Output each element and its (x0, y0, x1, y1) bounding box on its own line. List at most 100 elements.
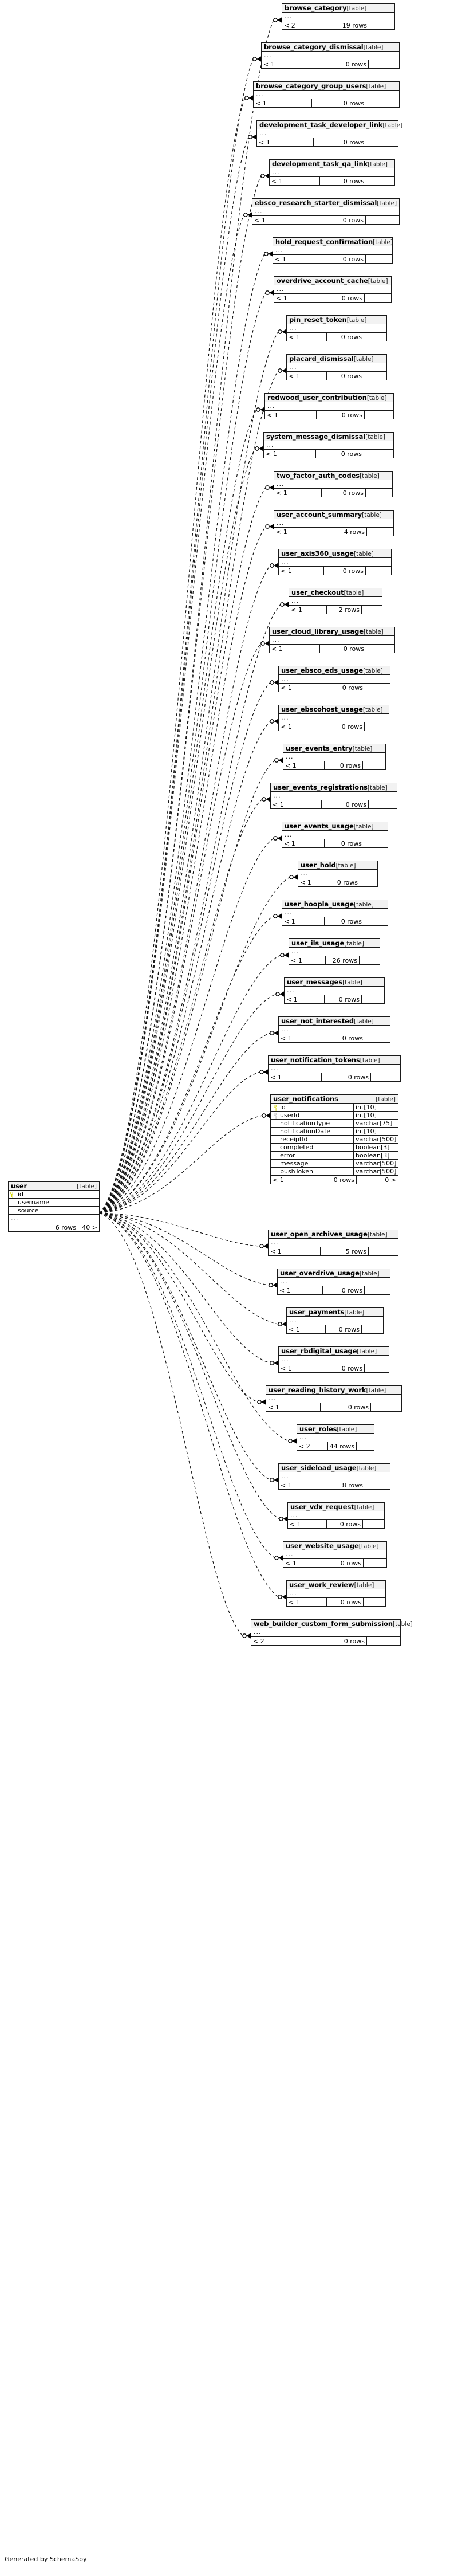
parent-relationship-count: < 1 (266, 1403, 321, 1411)
child-relationship-count (365, 1286, 390, 1294)
table-type-tag: [table] (363, 629, 384, 635)
table-type-tag: [table] (77, 1183, 97, 1190)
foreign-key-icon (272, 1113, 280, 1118)
column-name-cell: completed (271, 1144, 354, 1151)
cardinality-connector (270, 1477, 278, 1483)
column-type: varchar[75] (356, 1120, 393, 1127)
parent-relationship-count: < 1 (287, 372, 327, 380)
row-count: 0 rows (323, 722, 365, 731)
column-type: varchar[500] (356, 1168, 397, 1175)
parent-relationship-count: < 1 (254, 99, 312, 107)
cardinality-connector (265, 524, 274, 529)
table-name: pin_reset_token (289, 316, 347, 324)
relationship-edge (99, 877, 290, 1214)
collapsed-columns-ellipsis: ... (287, 363, 386, 372)
column-name: userId (280, 1112, 300, 1119)
table-name: user_cloud_library_usage (272, 627, 364, 635)
table-node[interactable]: development_task_developer_link[table]..… (256, 120, 402, 147)
column-type: int[10] (356, 1112, 377, 1119)
child-relationship-count (362, 606, 382, 614)
collapsed-columns-ellipsis: ... (279, 558, 391, 567)
relationship-edge (99, 643, 262, 1214)
key-icon (273, 1105, 279, 1110)
table-column-row: userId int[10] (271, 1112, 398, 1120)
table-node[interactable]: web_builder_custom_form_submission[table… (251, 1619, 413, 1646)
row-count: 0 rows (322, 1073, 371, 1081)
cardinality-connector (273, 835, 282, 841)
table-name: overdrive_account_cache (277, 277, 368, 285)
row-count: 0 rows (320, 645, 366, 653)
table-header: user_notification_tokens[table] (269, 1056, 400, 1065)
parent-relationship-count: < 1 (283, 761, 325, 769)
relationship-edge (99, 799, 263, 1214)
parent-relationship-count: < 1 (270, 645, 320, 653)
parent-relationship-count (9, 1223, 46, 1231)
child-relationship-count (363, 1520, 384, 1528)
table-type-tag: [table] (367, 784, 388, 791)
parent-relationship-count: < 1 (282, 839, 325, 847)
child-relationship-count (367, 1637, 400, 1645)
relationship-edge (99, 1212, 271, 1364)
table-node[interactable]: browse_category_group_users[table]...< 1… (253, 81, 400, 108)
table-header: user_overdrive_usage[table] (278, 1269, 390, 1278)
table-type-tag: [table] (366, 395, 387, 402)
table-name: user_work_review (289, 1581, 354, 1589)
parent-relationship-count: < 1 (279, 684, 323, 692)
table-header: user_reading_history_work[table] (266, 1386, 401, 1395)
table-name: development_task_qa_link (272, 160, 368, 168)
column-type: varchar[500] (356, 1136, 397, 1143)
row-count: 0 rows (321, 255, 366, 263)
collapsed-columns-ellipsis: ... (287, 1317, 383, 1325)
row-count: 0 rows (327, 1598, 364, 1606)
row-count: 0 rows (322, 489, 366, 497)
table-header: ebsco_research_starter_dismissal[table] (252, 199, 399, 207)
table-header: user_work_review[table] (287, 1581, 385, 1589)
collapsed-columns-ellipsis: ... (288, 1511, 384, 1520)
table-header: placard_dismissal[table] (287, 355, 386, 363)
table-node[interactable]: ebsco_research_starter_dismissal[table].… (252, 198, 400, 225)
child-relationship-count (369, 60, 399, 68)
cardinality-connector (280, 952, 289, 958)
